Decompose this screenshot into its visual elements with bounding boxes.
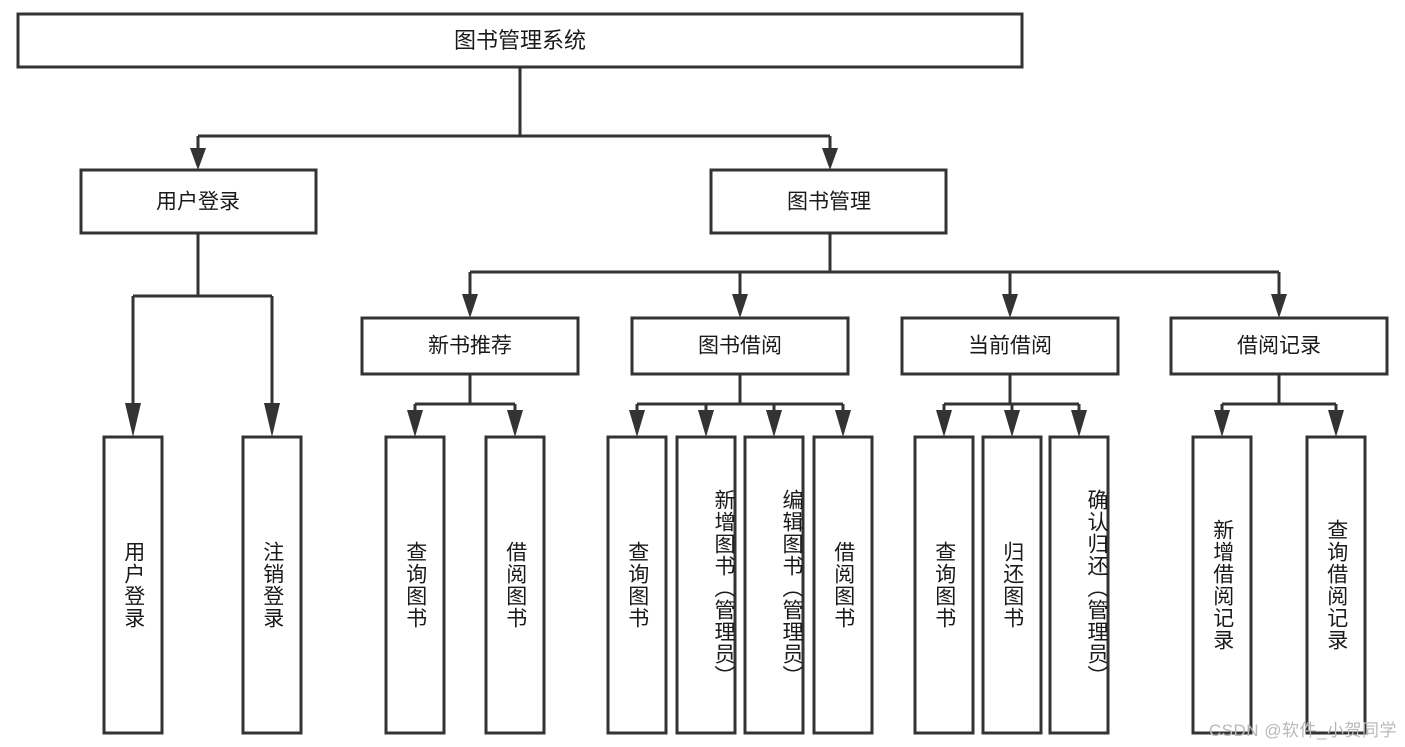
node-leaf-query-book-3[interactable] (913, 435, 975, 735)
node-leaf-query-book-1[interactable] (384, 435, 446, 735)
arrow-head-leaf-return-book (1004, 410, 1020, 437)
node-user-login[interactable] (79, 168, 318, 235)
node-user-login-label: 用户登录 (156, 191, 240, 214)
node-borrow-record-label: 借阅记录 (1237, 335, 1321, 358)
arrow-head-leaf-logout (264, 403, 280, 437)
arrow-head-leaf-edit-book (766, 410, 782, 437)
arrow-head-current-borrow (1002, 294, 1018, 318)
node-new-book-recommend[interactable] (360, 316, 580, 376)
csdn-watermark: CSDN @软件_小贺同学 (1208, 721, 1397, 740)
node-book-manage[interactable] (709, 168, 948, 235)
arrow-head-leaf-add-record (1214, 410, 1230, 437)
arrow-head-leaf-query-book-2 (629, 410, 645, 437)
node-root-label: 图书管理系统 (454, 28, 586, 53)
node-book-borrow[interactable] (630, 316, 850, 376)
arrow-head-leaf-query-book-1 (407, 410, 423, 437)
arrow-head-leaf-user-login (125, 403, 141, 437)
node-leaf-confirm-return[interactable] (1048, 435, 1110, 735)
arrow-head-borrow-record (1271, 294, 1287, 318)
node-leaf-logout[interactable] (241, 435, 303, 735)
node-book-manage-label: 图书管理 (787, 191, 871, 214)
node-leaf-query-record[interactable] (1305, 435, 1367, 735)
arrow-head-book-borrow (732, 294, 748, 318)
arrow-head-leaf-confirm-return (1071, 410, 1087, 437)
node-borrow-record[interactable] (1169, 316, 1389, 376)
node-leaf-edit-book[interactable] (743, 435, 805, 735)
node-leaf-user-login[interactable] (102, 435, 164, 735)
connector-group (125, 68, 1344, 437)
node-leaf-add-book[interactable] (675, 435, 737, 735)
arrow-head-leaf-query-record (1328, 410, 1344, 437)
node-book-borrow-label: 图书借阅 (698, 335, 782, 358)
arrow-head-leaf-add-book (698, 410, 714, 437)
node-current-borrow[interactable] (900, 316, 1120, 376)
arrow-head-leaf-query-book-3 (936, 410, 952, 437)
node-leaf-borrow-book-1[interactable] (484, 435, 546, 735)
node-current-borrow-label: 当前借阅 (968, 335, 1052, 358)
arrow-head-new-book (462, 294, 478, 318)
node-leaf-add-record[interactable] (1191, 435, 1253, 735)
arrow-head-leaf-borrow-book-1 (507, 410, 523, 437)
arrow-head-leaf-borrow-book-2 (835, 410, 851, 437)
node-leaf-return-book[interactable] (981, 435, 1043, 735)
node-leaf-borrow-book-2[interactable] (812, 435, 874, 735)
arrow-head-book-manage (822, 148, 838, 170)
node-root[interactable] (16, 12, 1024, 69)
node-new-book-recommend-label: 新书推荐 (428, 335, 512, 358)
node-group: 图书管理系统 用户登录 图书管理 新书推荐 图书借阅 当前借阅 借阅记录 (16, 12, 1389, 735)
node-leaf-query-book-2[interactable] (606, 435, 668, 735)
arrow-head-user-login (190, 148, 206, 170)
